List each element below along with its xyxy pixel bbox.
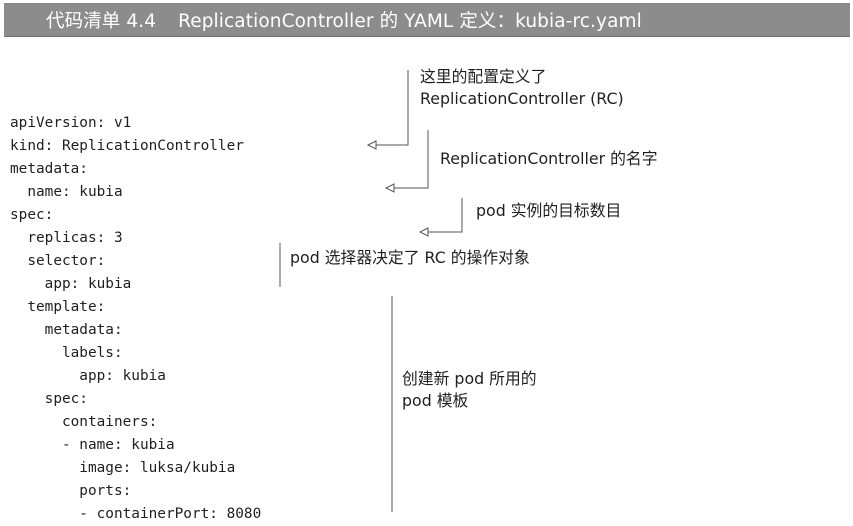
code-line: spec: <box>10 207 54 223</box>
code-line: app: kubia <box>10 276 132 292</box>
code-line: labels: <box>10 345 123 361</box>
callout-arrowhead-name <box>384 183 395 193</box>
annotation-kind: 这里的配置定义了 ReplicationController (RC) <box>420 67 624 108</box>
code-line: app: kubia <box>10 368 166 384</box>
code-line: ports: <box>10 483 132 499</box>
yaml-code-block: apiVersion: v1 kind: ReplicationControlle… <box>10 112 261 526</box>
listing-title: ReplicationController 的 YAML 定义：kubia-rc… <box>178 10 642 32</box>
code-line: - name: kubia <box>10 437 175 453</box>
callout-line-replicas <box>422 198 463 233</box>
code-line: image: luksa/kubia <box>10 460 236 476</box>
code-line: metadata: <box>10 161 88 177</box>
annotation-template: 创建新 pod 所用的 pod 模板 <box>402 369 537 410</box>
code-line: template: <box>10 299 106 315</box>
callout-arrowhead-kind <box>366 140 377 150</box>
code-line: metadata: <box>10 322 123 338</box>
annotation-replicas: pod 实例的目标数目 <box>476 201 622 220</box>
code-line: apiVersion: v1 <box>10 115 132 131</box>
annotation-selector: pod 选择器决定了 RC 的操作对象 <box>290 248 530 267</box>
callout-line-kind <box>370 70 409 146</box>
code-line: spec: <box>10 391 88 407</box>
code-line: replicas: 3 <box>10 230 123 246</box>
code-line: kind: ReplicationController <box>10 138 244 154</box>
code-line: containers: <box>10 414 158 430</box>
code-line: - containerPort: 8080 <box>10 506 262 522</box>
callout-arrowhead-replicas <box>418 227 429 237</box>
code-line: name: kubia <box>10 184 123 200</box>
annotation-name: ReplicationController 的名字 <box>440 149 658 168</box>
code-line: selector: <box>10 253 106 269</box>
listing-header: 代码清单 4.4 ReplicationController 的 YAML 定义… <box>4 3 850 37</box>
listing-label: 代码清单 4.4 <box>46 10 157 32</box>
callout-line-name <box>388 130 429 189</box>
